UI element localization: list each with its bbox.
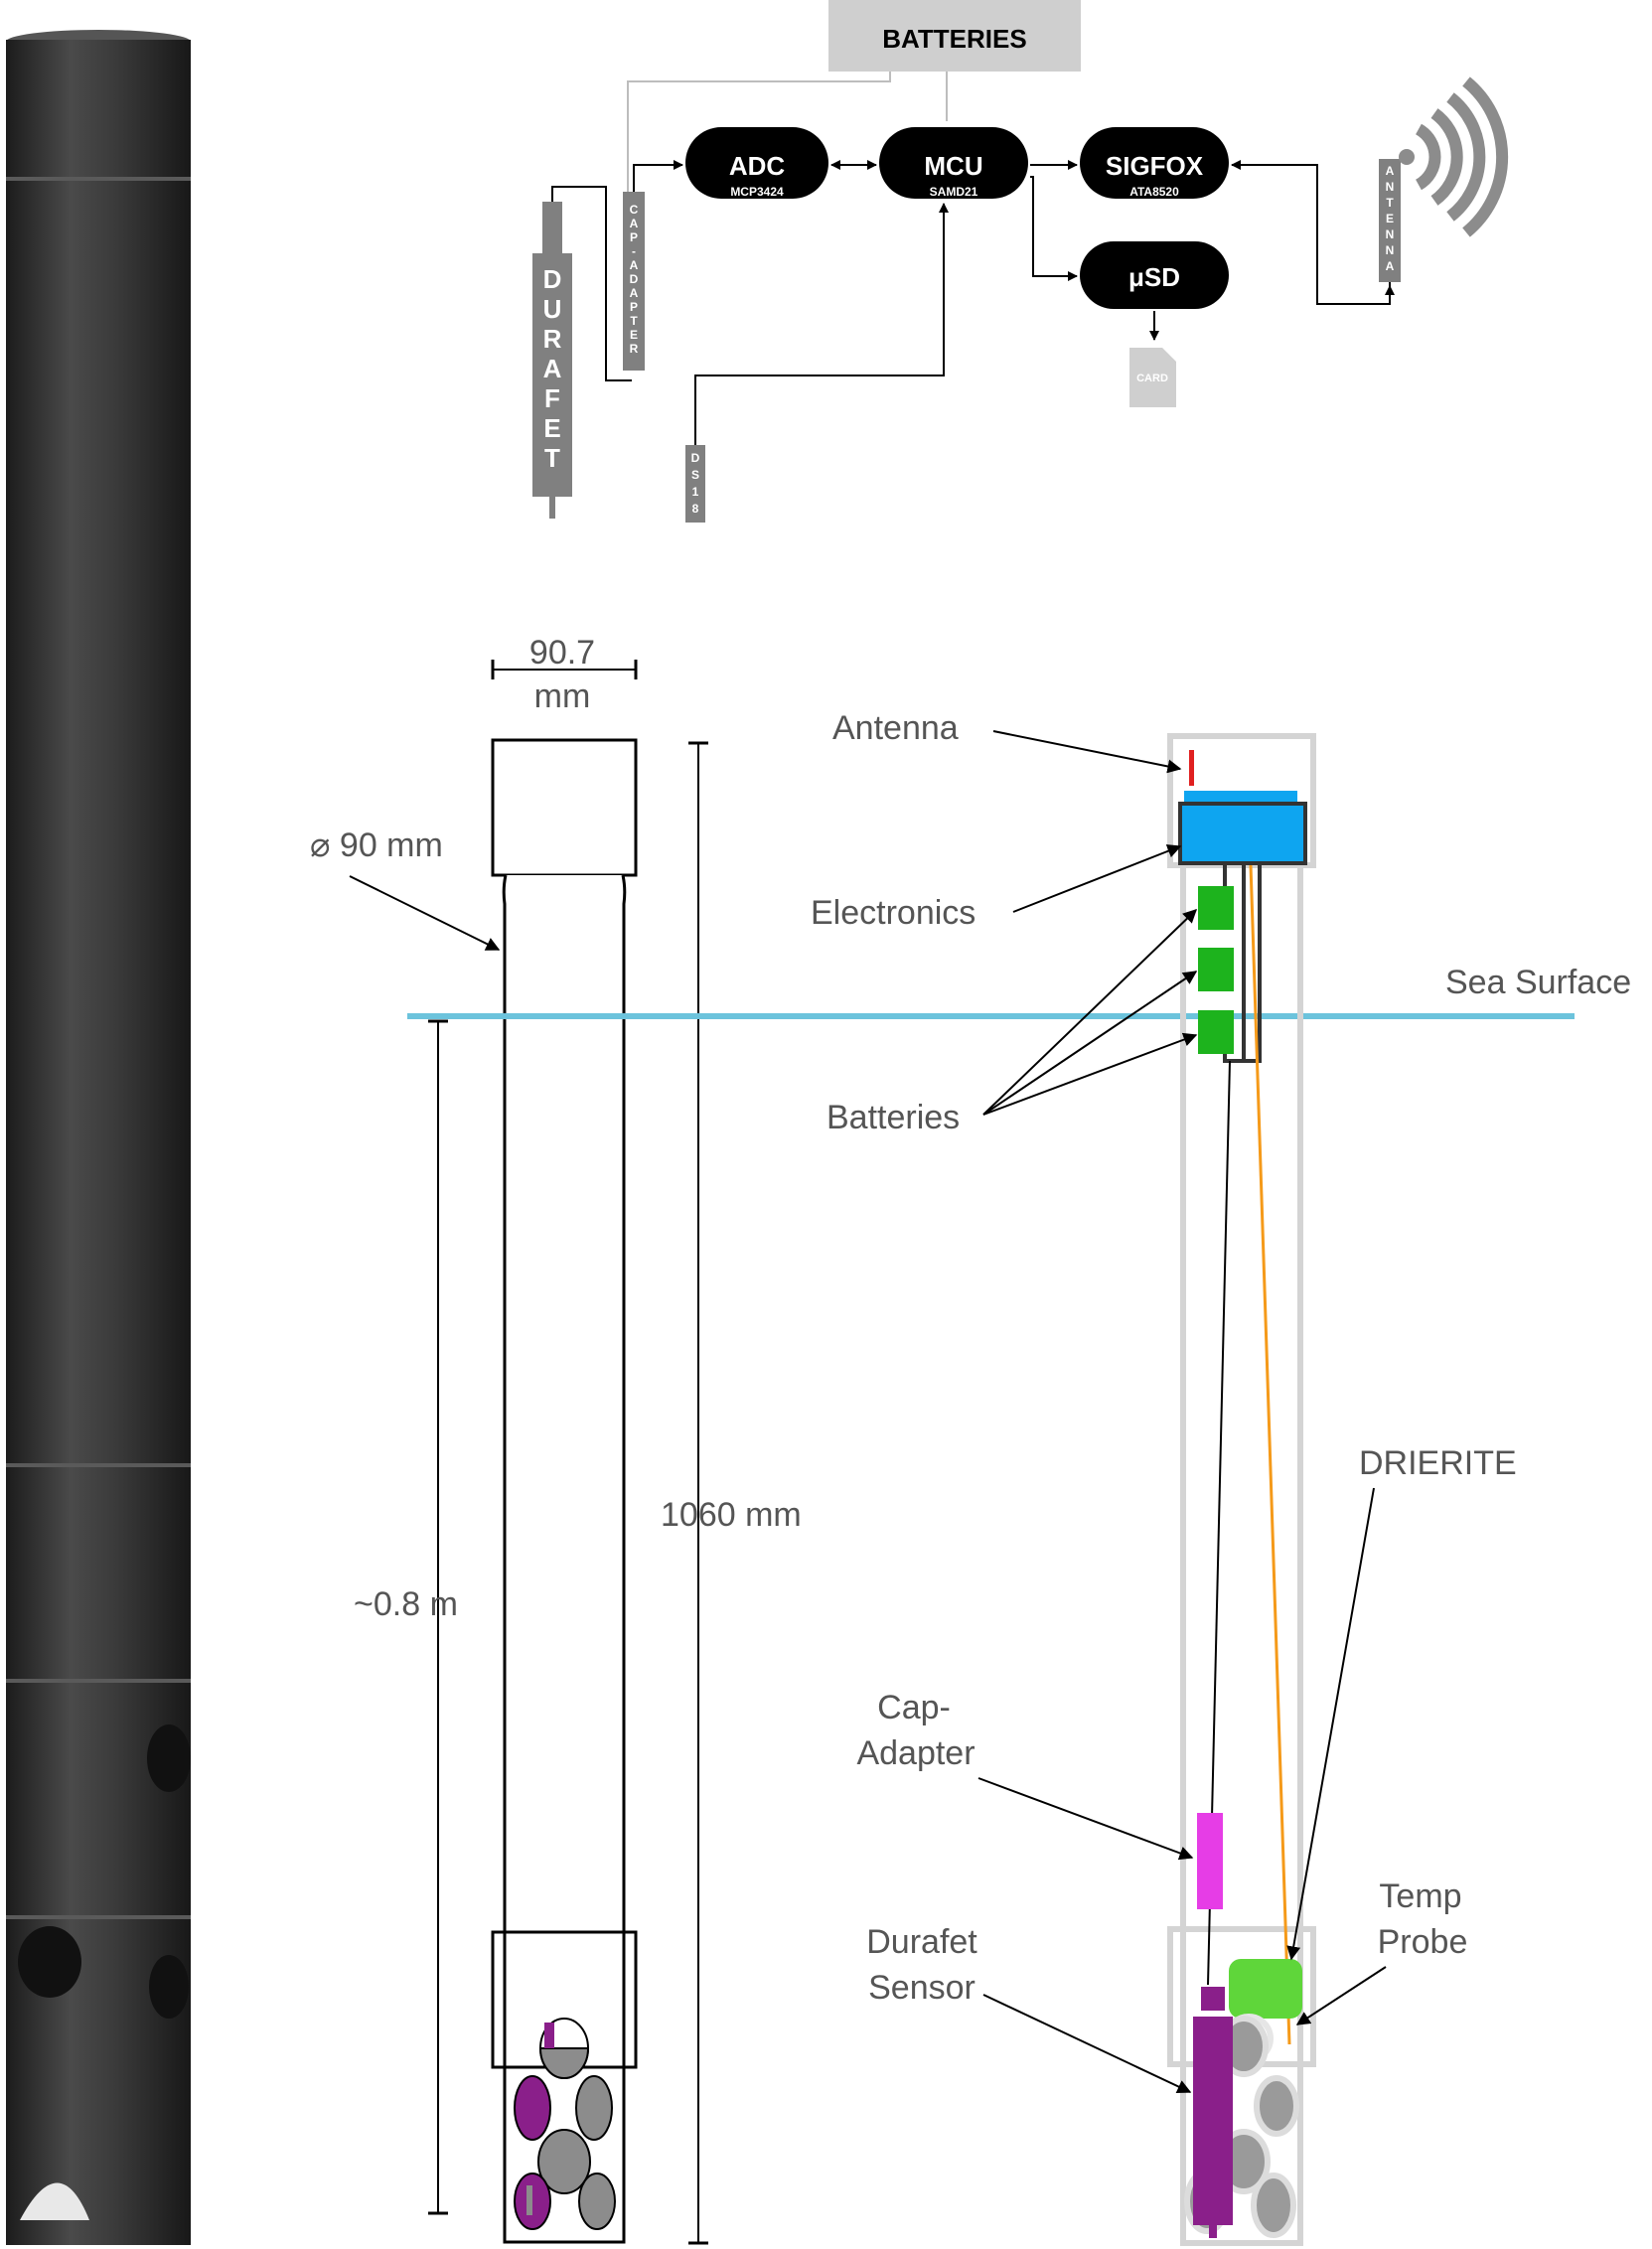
callouts: Antenna Electronics Batteries DRIERITE C… xyxy=(811,709,1517,2093)
cap-letters-char: D xyxy=(630,272,639,286)
antenna-block xyxy=(1379,159,1401,282)
internal-layout xyxy=(1167,733,1316,2246)
batteries-callout: Batteries xyxy=(826,1099,960,1136)
batteries-box-label: BATTERIES xyxy=(882,24,1026,54)
adc-block xyxy=(685,127,828,199)
durafet-callout-line2: Sensor xyxy=(868,1969,976,2007)
durafet-callout-line1: Durafet xyxy=(866,1923,977,1961)
ant-letters-char: T xyxy=(1386,196,1394,210)
submerged-length-label: ~0.8 m xyxy=(354,1585,458,1623)
ant-letters-char: N xyxy=(1386,243,1395,257)
cap-letters-char: T xyxy=(630,314,638,328)
cap-adapter-callout-line2: Adapter xyxy=(856,1734,975,1772)
durafet-sensor-part xyxy=(1193,2017,1233,2225)
drierite-pack xyxy=(1229,1959,1302,2019)
cap-letters-char: C xyxy=(630,203,639,217)
ds18-letters-char: 1 xyxy=(692,485,699,499)
cap-letters-char: A xyxy=(630,258,639,272)
durafet-letters-char: R xyxy=(543,324,562,354)
temp-probe-callout-line1: Temp xyxy=(1379,1877,1461,1915)
tube-cap-outline xyxy=(491,738,638,877)
adc-subtitle: MCP3424 xyxy=(730,185,784,199)
electronics-callout: Electronics xyxy=(811,894,976,932)
batteries-box xyxy=(828,0,1081,72)
cap-adapter-callout-line1: Cap- xyxy=(877,1689,951,1726)
durafet-letters-char: A xyxy=(543,354,562,383)
block-diagram: BATTERIES ADC MCP3424 MCU SAMD21 SIGFOX … xyxy=(532,0,1509,523)
diameter-label: ⌀ 90 mm xyxy=(310,826,443,864)
cap-letters-char: E xyxy=(630,328,638,342)
durafet-letters-char: E xyxy=(543,413,560,443)
tube-bottom-holes xyxy=(514,2018,616,2230)
ant-letters-char: A xyxy=(1386,164,1395,178)
mcu-block xyxy=(879,127,1028,199)
cap-letters-char: - xyxy=(632,244,636,258)
durafet-block xyxy=(532,253,572,497)
ds18-letters-char: D xyxy=(691,451,700,465)
usd-block xyxy=(1080,241,1229,309)
cap-letters-char: A xyxy=(630,217,639,230)
ds18-letters-char: S xyxy=(691,468,699,482)
sigfox-subtitle: ATA8520 xyxy=(1129,185,1179,199)
durafet-letters-char: U xyxy=(543,294,562,324)
ant-letters-char: A xyxy=(1386,259,1395,273)
ant-letters-char: N xyxy=(1386,180,1395,194)
temp-probe-wire xyxy=(1249,864,1291,2045)
mcu-subtitle: SAMD21 xyxy=(930,185,978,199)
length-label: 1060 mm xyxy=(661,1496,802,1534)
sigfox-block xyxy=(1080,127,1229,199)
cap-letters-char: P xyxy=(630,230,638,244)
cap-letters-char: A xyxy=(630,286,639,300)
cap-adapter-block xyxy=(623,192,645,371)
sea-surface-label: Sea Surface xyxy=(1445,964,1631,1001)
cap-letters-char: P xyxy=(630,300,638,314)
cap-letters-char: R xyxy=(630,342,639,356)
width-unit: mm xyxy=(534,677,591,715)
tube-body-outline xyxy=(502,874,627,2244)
battery-3 xyxy=(1198,1010,1234,1054)
sd-card-icon xyxy=(1129,348,1176,407)
drierite-callout: DRIERITE xyxy=(1359,1444,1517,1482)
ant-letters-char: N xyxy=(1386,227,1395,241)
dimension-drawing: 90.7 mm ⌀ 90 mm 1060 mm xyxy=(310,634,802,2245)
width-value: 90.7 xyxy=(529,634,595,672)
wireless-signal-icon xyxy=(1399,76,1509,237)
battery-1 xyxy=(1198,886,1234,930)
antenna-rod xyxy=(1189,750,1194,786)
tube-hole xyxy=(147,1724,191,1792)
tube-photo xyxy=(6,30,191,2245)
card-label: CARD xyxy=(1136,373,1168,384)
durafet-letters-char: F xyxy=(544,383,560,413)
cap-adapter-part xyxy=(1197,1813,1223,1909)
usd-title: μSD xyxy=(1128,262,1180,292)
ant-letters-char: E xyxy=(1386,212,1394,225)
tube-hole xyxy=(149,1955,189,2019)
ds18-label: DS 1 8 xyxy=(691,451,700,516)
temp-probe-callout-line2: Probe xyxy=(1378,1923,1468,1961)
ds18-block xyxy=(685,445,705,523)
mcu-title: MCU xyxy=(924,151,982,181)
ds18-letters-char: 8 xyxy=(692,502,699,516)
electronics-board xyxy=(1178,802,1307,865)
tube-hole xyxy=(18,1926,81,1998)
tube-hole xyxy=(20,2182,89,2220)
battery-2 xyxy=(1198,948,1234,991)
adc-title: ADC xyxy=(729,151,786,181)
durafet-letters-char: D xyxy=(543,264,562,294)
sigfox-title: SIGFOX xyxy=(1106,151,1204,181)
antenna-callout: Antenna xyxy=(832,709,959,747)
durafet-letters-char: T xyxy=(544,443,560,473)
durafet-connector xyxy=(542,202,562,253)
